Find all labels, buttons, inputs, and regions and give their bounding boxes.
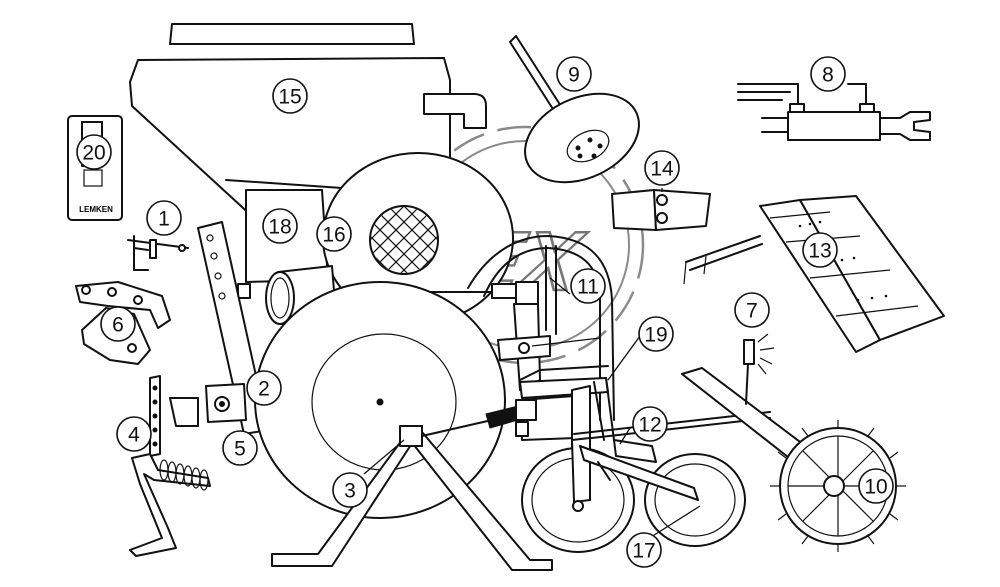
callout-6: 6 bbox=[100, 306, 136, 342]
callout-11: 11 bbox=[570, 268, 606, 304]
fan-intake-grille bbox=[369, 205, 439, 275]
callout-17-label: 17 bbox=[632, 540, 655, 563]
callout-9: 9 bbox=[556, 56, 592, 92]
callout-5-label: 5 bbox=[234, 438, 246, 461]
callout-10: 10 bbox=[858, 468, 894, 504]
callout-20-label: 20 bbox=[82, 142, 105, 165]
callout-3-label: 3 bbox=[344, 480, 356, 503]
callout-9-label: 9 bbox=[568, 64, 580, 87]
callout-5: 5 bbox=[222, 430, 258, 466]
callout-6-label: 6 bbox=[112, 314, 124, 337]
callout-16: 16 bbox=[316, 216, 352, 252]
callout-4: 4 bbox=[116, 416, 152, 452]
callout-17: 17 bbox=[626, 532, 662, 568]
callout-13-label: 13 bbox=[808, 240, 831, 263]
callout-7-label: 7 bbox=[746, 300, 758, 323]
callout-12-label: 12 bbox=[638, 414, 661, 437]
a-frame bbox=[271, 405, 553, 571]
callout-20: 20 bbox=[76, 134, 112, 170]
press-wheels bbox=[521, 437, 746, 553]
callout-13: 13 bbox=[802, 232, 838, 268]
callout-2-label: 2 bbox=[258, 378, 270, 401]
callout-10-label: 10 bbox=[864, 476, 887, 499]
following-harrow-tine bbox=[129, 375, 211, 557]
callout-19: 19 bbox=[638, 316, 674, 352]
coulter-disc bbox=[509, 35, 640, 184]
callout-4-label: 4 bbox=[128, 424, 140, 447]
linch-pin bbox=[127, 235, 189, 271]
callout-3: 3 bbox=[332, 472, 368, 508]
callout-14-label: 14 bbox=[650, 158, 674, 181]
callout-8-label: 8 bbox=[822, 64, 834, 87]
decal-brand: LEMKEN bbox=[79, 205, 113, 214]
callout-2: 2 bbox=[246, 370, 282, 406]
callout-19-label: 19 bbox=[644, 324, 667, 347]
callout-7: 7 bbox=[734, 292, 770, 328]
callout-18: 18 bbox=[262, 208, 298, 244]
callout-18-label: 18 bbox=[268, 216, 291, 239]
warning-light bbox=[743, 333, 775, 405]
callout-1-label: 1 bbox=[158, 208, 170, 231]
callout-11-label: 11 bbox=[577, 276, 599, 299]
callout-15-label: 15 bbox=[278, 86, 301, 109]
callout-1: 1 bbox=[146, 200, 182, 236]
spiked-wheel bbox=[681, 367, 906, 552]
callout-8: 8 bbox=[810, 56, 846, 92]
callout-16-label: 16 bbox=[322, 224, 345, 247]
callout-14: 14 bbox=[644, 150, 680, 186]
tube-bracket bbox=[611, 189, 711, 231]
callout-12: 12 bbox=[632, 406, 668, 442]
callout-15: 15 bbox=[272, 78, 308, 114]
hydraulic-cylinder bbox=[737, 83, 931, 141]
access-steps bbox=[683, 195, 945, 353]
